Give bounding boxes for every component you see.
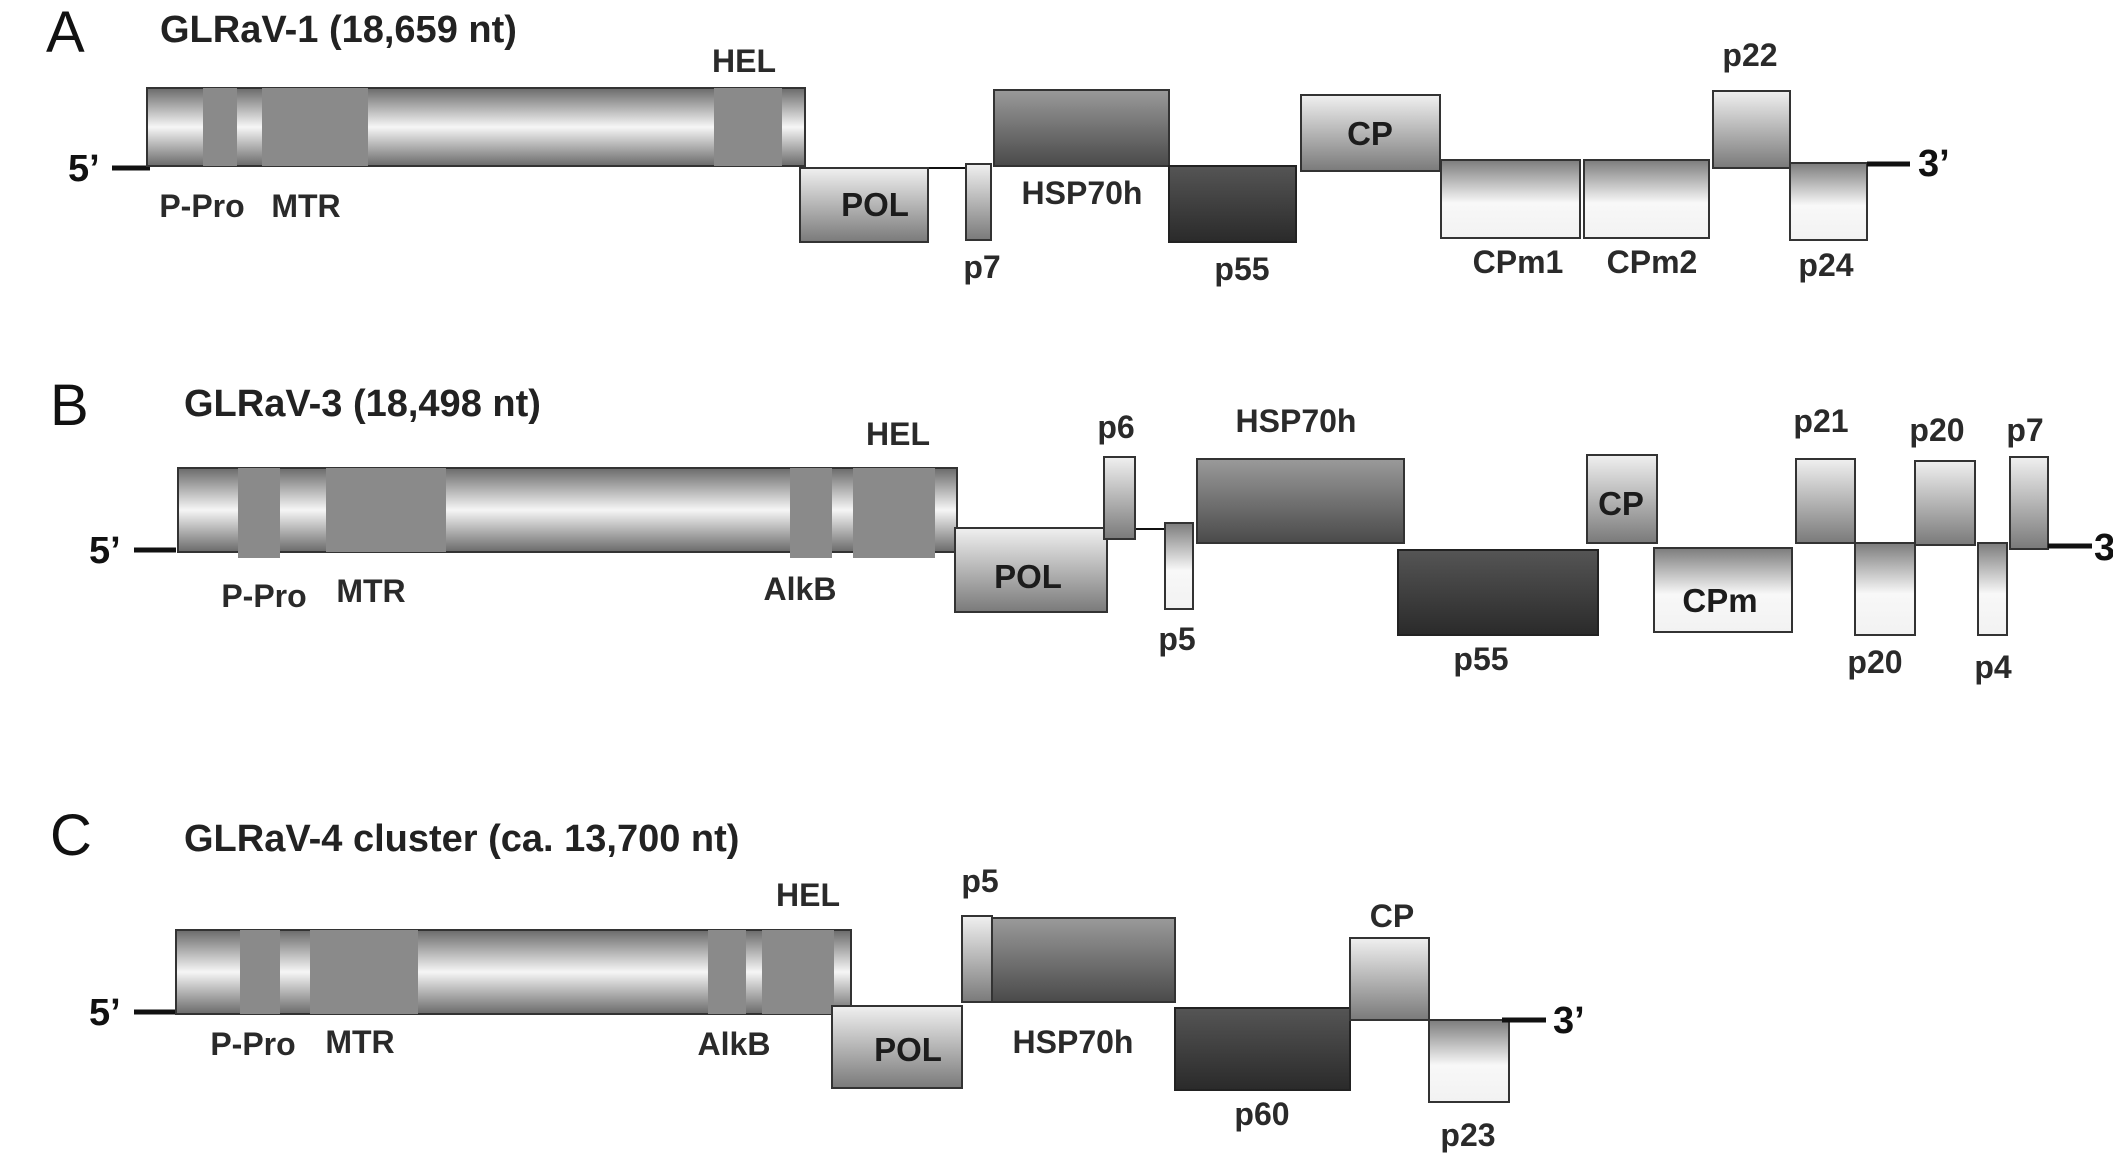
genome-title-b: GLRaV-3 (18,498 nt) (184, 383, 541, 425)
cp-box-c (1349, 937, 1430, 1021)
p24-box-a (1789, 162, 1868, 241)
p23-label-c: p23 (1440, 1117, 1495, 1153)
hsp70h-label-b: HSP70h (1236, 403, 1357, 439)
mtr-domain-a (262, 88, 368, 166)
mtr-label-b: MTR (336, 573, 405, 609)
orf1a-box-b (177, 467, 958, 553)
cpm2-label-a: CPm2 (1607, 244, 1698, 280)
p4-label-b: p4 (1974, 649, 2012, 685)
pol-label-b: POL (994, 558, 1062, 595)
ppro-label-a: P-Pro (159, 188, 244, 224)
mtr-label-c: MTR (325, 1024, 394, 1060)
hel-domain-c (762, 930, 834, 1014)
panel-letter-b: B (50, 373, 89, 438)
panel-letter-c: C (50, 803, 92, 868)
p5-box-b (1164, 522, 1194, 610)
ppro-label-c: P-Pro (210, 1026, 295, 1062)
pol-label-a: POL (841, 186, 909, 223)
hsp70h-box-a (993, 89, 1170, 167)
ppro-domain-c (240, 930, 280, 1014)
orf1a-box-a (146, 87, 806, 167)
hsp70h-label-a: HSP70h (1022, 175, 1143, 211)
p6-box-b (1103, 456, 1136, 540)
panel-c: C GLRaV-4 cluster (ca. 13,700 nt) 5’ POL… (50, 803, 1585, 1153)
p5-box-c (961, 915, 993, 1003)
p55-label-b: p55 (1453, 641, 1508, 677)
p7-label-b: p7 (2006, 412, 2043, 448)
alkb-label-b: AlkB (764, 571, 837, 607)
p7-box-a (965, 163, 992, 241)
hsp70h-label-c: HSP70h (1013, 1024, 1134, 1060)
panel-a: A GLRaV-1 (18,659 nt) 5’ POL CP 3’ HEL (46, 0, 1950, 287)
mtr-domain-c (310, 930, 418, 1014)
cpm1-box-a (1440, 159, 1581, 239)
ppro-label-b: P-Pro (221, 578, 306, 614)
p55-box-a (1168, 165, 1297, 243)
alkb-label-c: AlkB (698, 1026, 771, 1062)
genome-title-c: GLRaV-4 cluster (ca. 13,700 nt) (184, 818, 739, 860)
p24-label-a: p24 (1798, 247, 1853, 283)
pol-box-b (954, 527, 1108, 613)
p20-bottom-box-b (1854, 542, 1916, 636)
five-prime-label-c: 5’ (89, 992, 121, 1034)
p4-box-b (1977, 542, 2008, 636)
three-prime-label-b: 3’ (2094, 527, 2113, 569)
alkb-domain-c (708, 930, 746, 1014)
p21-label-b: p21 (1793, 403, 1848, 439)
cp-label-a: CP (1347, 115, 1393, 152)
hel-label-a: HEL (712, 43, 776, 79)
three-prime-label-a: 3’ (1918, 143, 1950, 185)
hel-label-b: HEL (866, 416, 930, 452)
cpm1-label-a: CPm1 (1473, 244, 1564, 280)
five-prime-label-a: 5’ (68, 148, 100, 190)
p7-label-a: p7 (963, 249, 1000, 285)
p55-label-a: p55 (1214, 251, 1269, 287)
pol-label-c: POL (874, 1031, 942, 1068)
hel-label-c: HEL (776, 877, 840, 913)
genome-title-a: GLRaV-1 (18,659 nt) (160, 9, 517, 51)
p22-box-a (1712, 90, 1791, 169)
mtr-domain-b (326, 468, 446, 552)
cpm2-box-a (1583, 159, 1710, 239)
p23-box-c (1428, 1019, 1510, 1103)
ppro-domain-b (238, 468, 280, 558)
mtr-label-a: MTR (271, 188, 340, 224)
p22-label-a: p22 (1722, 37, 1777, 73)
p20-top-label-b: p20 (1909, 412, 1964, 448)
p21-box-b (1795, 458, 1856, 544)
p60-box-c (1174, 1007, 1351, 1091)
five-prime-label-b: 5’ (89, 530, 121, 572)
p5-label-b: p5 (1158, 621, 1195, 657)
hel-domain-b (853, 468, 935, 558)
cp-box-b (1586, 454, 1658, 544)
p5-label-c: p5 (961, 863, 998, 899)
pol-box-a (799, 167, 929, 243)
p55-box-b (1397, 549, 1599, 636)
p60-label-c: p60 (1234, 1096, 1289, 1132)
p6-label-b: p6 (1097, 409, 1134, 445)
cpm-box-b (1653, 547, 1793, 633)
cpm-label-b: CPm (1682, 582, 1757, 619)
p20-bottom-label-b: p20 (1847, 644, 1902, 680)
cp-label-b: CP (1598, 485, 1644, 522)
cp-label-c: CP (1370, 898, 1414, 934)
alkb-domain-b (790, 468, 832, 558)
hsp70h-box-c (991, 917, 1176, 1003)
ppro-domain-a (203, 88, 237, 166)
cp-box-a (1300, 94, 1441, 172)
panel-letter-a: A (46, 0, 85, 65)
p7-box-b (2009, 456, 2049, 550)
p20-top-box-b (1914, 460, 1976, 546)
hel-domain-a (714, 88, 782, 166)
pol-box-c (831, 1005, 963, 1089)
hsp70h-box-b (1196, 458, 1405, 544)
panel-b: B GLRaV-3 (18,498 nt) 5’ POL CP CPm (50, 373, 2113, 685)
three-prime-label-c: 3’ (1553, 1000, 1585, 1042)
